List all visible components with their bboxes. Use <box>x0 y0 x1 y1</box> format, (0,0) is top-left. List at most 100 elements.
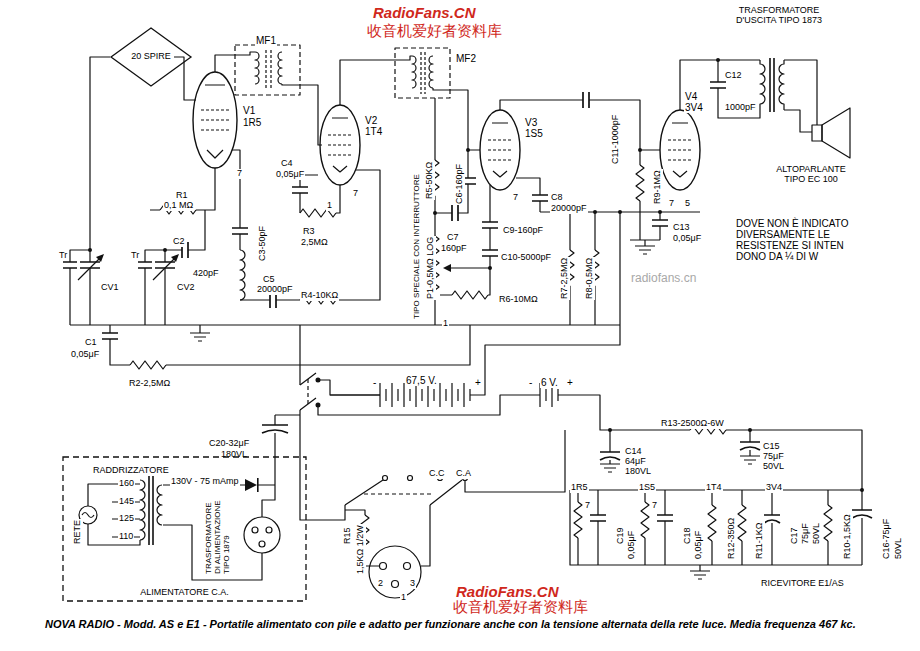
part-label: 20000pF <box>550 204 588 214</box>
part-label: 0,05μF <box>687 530 705 560</box>
part-label: R4-10KΩ <box>300 291 339 301</box>
part-label: RICEVITORE E1/AS <box>760 572 845 590</box>
part-label: C12 <box>724 71 743 81</box>
socket-pin <box>380 563 387 570</box>
part-label: C11-1000pF <box>611 114 621 165</box>
part-label: C10-5000pF <box>500 253 552 263</box>
part-label: TRASFORMATORE DI ALIMENTAZIONE TIPO 1879 <box>205 498 231 575</box>
pin-number: 3 <box>409 579 416 589</box>
part-label: RICEVITORE E1/AS <box>760 579 845 589</box>
part-label: 64μF <box>624 457 647 467</box>
part-label: C17 <box>783 526 801 545</box>
part-label: R10-1,5KΩ <box>836 513 854 560</box>
part-label: 75μF <box>762 452 785 462</box>
part-label: C1 <box>84 331 98 349</box>
part-label: R4-10KΩ <box>300 284 339 302</box>
part-label: RETE <box>73 519 83 545</box>
part-label: C19 <box>609 526 627 545</box>
part-label: R15 <box>343 526 353 545</box>
part-label: 3V4 <box>765 476 783 494</box>
part-label: Tr <box>130 251 140 261</box>
tube-envelope <box>193 72 237 168</box>
transformer-core <box>149 58 774 545</box>
part-label: C18 <box>676 526 694 545</box>
tube-name: V1 <box>242 105 256 116</box>
part-label: 180VL <box>624 467 652 477</box>
part-label: C12 <box>724 64 743 82</box>
socket-pin <box>404 563 411 570</box>
tube-type: 1R5 <box>242 112 262 130</box>
speaker-cone <box>822 108 850 158</box>
pin-number: 7 <box>236 162 243 180</box>
tube-socket <box>244 517 280 553</box>
part-label: 2,5MΩ <box>300 238 329 248</box>
tube-name: V3 <box>524 117 538 128</box>
part-label: 1T4 <box>705 476 723 494</box>
part-label: C6-160pF <box>455 163 465 205</box>
part-label: R9-1MΩ <box>646 169 664 205</box>
part-label: C1 <box>84 338 98 348</box>
watermark: 收音机爱好者资料库 <box>366 23 503 40</box>
switch-contact <box>408 476 413 481</box>
part-label: C3-50pF <box>258 225 268 262</box>
voltage-label: 6 V. <box>540 377 559 388</box>
pin-number: 1 <box>442 312 449 330</box>
part-label: + <box>566 377 574 388</box>
pin-number: 7 <box>668 192 675 210</box>
tap-voltage: 160 <box>118 479 135 489</box>
part-label: R11-1KΩ <box>755 521 765 560</box>
part-label: 75μF <box>801 522 811 545</box>
part-label: P1-0,5MΩ LOG <box>426 236 436 300</box>
part-label: R9-1MΩ <box>653 169 663 205</box>
pin-number: 7 <box>584 501 591 511</box>
part-label: C.A <box>455 462 472 480</box>
part-label: CV1 <box>100 276 120 294</box>
part-label: C.C <box>428 462 446 480</box>
part-label: 180VL <box>624 460 652 478</box>
power-supply-box-text: ALIMENTATORE C.A. <box>140 588 229 598</box>
part-label: + <box>474 377 482 388</box>
part-label: 0,05μF <box>672 227 702 245</box>
part-label: C14 <box>624 440 643 458</box>
part-label: MF1 <box>255 35 277 46</box>
voltage-label: 67,5 V. <box>405 370 438 388</box>
part-label: R13-2500Ω-6W <box>660 412 725 430</box>
part-label: CV2 <box>176 283 196 293</box>
part-label: C11-1000pF <box>604 114 622 165</box>
mains-wave <box>82 513 94 518</box>
part-label: R3 <box>302 220 316 238</box>
tube-electrodes <box>205 85 688 177</box>
antenna-loop-text: 20 SPIRE <box>131 52 171 62</box>
part-label: 0,05μF <box>672 234 702 244</box>
part-label: CV2 <box>176 276 196 294</box>
part-label: C9-160pF <box>502 226 544 236</box>
part-label: - <box>372 377 377 388</box>
part-label: 1000pF <box>724 103 757 113</box>
part-label: C13 <box>672 223 691 233</box>
part-label: 75μF <box>794 522 812 545</box>
part-label: 130V - 75 mAmp <box>170 470 240 488</box>
pin-number: 7 <box>352 189 359 199</box>
part-label: C18 <box>683 526 693 545</box>
coil-symbol <box>140 52 784 540</box>
part-label: 1S5 <box>638 476 656 494</box>
watermark: RadioFans.CN <box>372 4 477 22</box>
part-label: 50VL <box>894 537 904 560</box>
part-label: C13 <box>672 216 691 234</box>
transformer-label: TRASFORMATORE D'USCITA TIPO 1873 <box>718 6 840 26</box>
part-label: C.A <box>455 469 472 479</box>
diode-symbol <box>245 479 257 491</box>
part-label: RADDRIZZATORE <box>92 459 170 477</box>
voltage-label: 6 V. <box>540 372 559 390</box>
part-label: C15 <box>762 435 781 453</box>
watermark: radiofans.cn <box>630 268 697 286</box>
diode-bar <box>257 478 259 492</box>
tube-name: V1 <box>242 100 256 118</box>
part-label: R6-10MΩ <box>498 295 539 305</box>
part-label: R1 <box>175 191 189 201</box>
ground-symbol <box>190 240 760 579</box>
part-label: R15 <box>336 526 354 545</box>
part-label: R12-350Ω <box>720 517 738 560</box>
part-label: C7 <box>446 226 460 244</box>
pin-number: 1 <box>442 319 449 329</box>
